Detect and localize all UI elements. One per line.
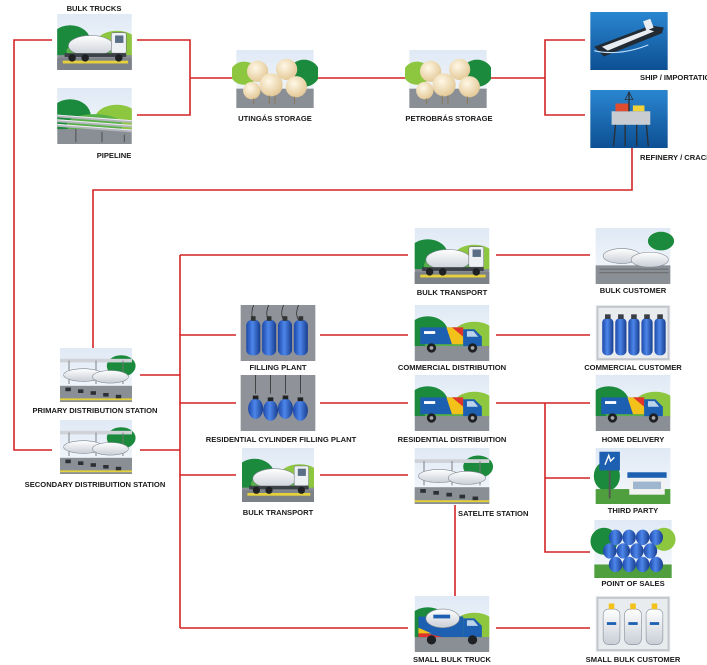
node-bulk-customer: BULK CUSTOMER xyxy=(595,228,675,295)
node-label: SATELITE STATION xyxy=(458,509,528,518)
node-label: RESIDENTIAL DISTRIBUITION xyxy=(398,435,507,444)
node-label: PIPELINE xyxy=(97,151,132,160)
node-pipeline: PIPELINE xyxy=(50,88,140,160)
node-label: BULK TRANSPORT xyxy=(417,288,488,297)
node-bulk-trucks: BULK TRUCKS xyxy=(50,4,140,70)
connector-line xyxy=(544,403,590,553)
node-label: PRIMARY DISTRIBUTION STATION xyxy=(32,406,157,415)
node-label: SMALL BULK TRUCK xyxy=(413,655,491,664)
node-label: COMMERCIAL CUSTOMER xyxy=(584,363,682,372)
node-third-party: THIRD PARTY xyxy=(592,448,672,515)
node-home-delivery: HOME DELIVERY xyxy=(588,375,678,444)
node-petrobras-storage: PETROBRÁS STORAGE xyxy=(405,50,493,123)
distribution-station-icon xyxy=(59,348,137,402)
gas-cylinders-icon xyxy=(240,305,316,361)
node-label: SECONDARY DISTRIBUITION STATION xyxy=(25,480,166,489)
node-label: FILLING PLANT xyxy=(250,363,307,372)
distribution-station-icon xyxy=(59,420,137,474)
node-point-of-sales: POINT OF SALES xyxy=(590,520,676,588)
distribution-station-icon xyxy=(414,448,494,504)
node-label: SMALL BULK CUSTOMER xyxy=(586,655,681,664)
gas-cylinders-icon xyxy=(594,305,672,361)
node-label: UTINGÁS STORAGE xyxy=(238,114,312,123)
node-bulk-transport-mid: BULK TRANSPORT xyxy=(235,448,321,517)
bulk-tanks-icon xyxy=(595,228,675,284)
gas-cylinders-icon xyxy=(590,520,676,578)
tanker-truck-icon xyxy=(50,14,140,70)
node-label: BULK TRANSPORT xyxy=(243,508,314,517)
node-label: BULK TRUCKS xyxy=(67,4,122,13)
connector-line xyxy=(92,148,633,348)
node-label: POINT OF SALES xyxy=(601,579,664,588)
delivery-truck-icon xyxy=(407,305,497,361)
node-label: HOME DELIVERY xyxy=(602,435,665,444)
connector-line xyxy=(137,39,191,116)
small-bulk-truck-icon xyxy=(407,596,497,652)
node-residential-cylinder-filling-plant: RESIDENTIAL CYLINDER FILLING PLANT xyxy=(206,375,357,444)
node-satelite-station: SATELITE STATION xyxy=(414,448,528,518)
node-commercial-customer: COMMERCIAL CUSTOMER xyxy=(584,305,682,372)
node-label: RESIDENTIAL CYLINDER FILLING PLANT xyxy=(206,435,357,444)
node-label: SHIP / IMPORTATION xyxy=(640,73,707,82)
node-label: THIRD PARTY xyxy=(608,506,658,515)
spherical-tanks-icon xyxy=(232,50,318,108)
node-residential-distribution: RESIDENTIAL DISTRIBUITION xyxy=(398,375,507,444)
node-label: BULK CUSTOMER xyxy=(600,286,667,295)
node-label: REFINERY / CRACKIN xyxy=(640,153,707,162)
node-refinery: REFINERY / CRACKIN xyxy=(589,90,707,162)
node-label: PETROBRÁS STORAGE xyxy=(405,114,492,123)
tanker-truck-icon xyxy=(235,448,321,502)
node-small-bulk-truck: SMALL BULK TRUCK xyxy=(407,596,497,664)
node-filling-plant: FILLING PLANT xyxy=(240,305,316,372)
node-commercial-distribution: COMMERCIAL DISTRIBUTION xyxy=(398,305,506,372)
small-bulk-tanks-icon xyxy=(594,596,672,652)
node-ship-importation: SHIP / IMPORTATION xyxy=(589,12,707,82)
gas-cylinders-icon xyxy=(240,375,316,431)
tanker-truck-icon xyxy=(407,228,497,284)
node-bulk-transport-top: BULK TRANSPORT xyxy=(407,228,497,297)
offshore-platform-icon xyxy=(589,90,669,148)
delivery-truck-icon xyxy=(407,375,497,431)
pipeline-icon xyxy=(50,88,140,144)
node-primary-distribution-station: PRIMARY DISTRIBUTION STATION xyxy=(32,348,158,415)
kiosk-icon xyxy=(592,448,672,504)
connector-line xyxy=(544,39,585,116)
connector-lines xyxy=(13,39,633,629)
node-utingas-storage: UTINGÁS STORAGE xyxy=(232,50,318,123)
node-small-bulk-customer: SMALL BULK CUSTOMER xyxy=(586,596,681,664)
connector-line xyxy=(13,39,52,451)
delivery-truck-icon xyxy=(588,375,678,431)
node-secondary-distribution-station: SECONDARY DISTRIBUITION STATION xyxy=(25,420,166,489)
spherical-tanks-icon xyxy=(405,50,491,108)
tanker-ship-icon xyxy=(589,12,669,70)
node-label: COMMERCIAL DISTRIBUTION xyxy=(398,363,506,372)
